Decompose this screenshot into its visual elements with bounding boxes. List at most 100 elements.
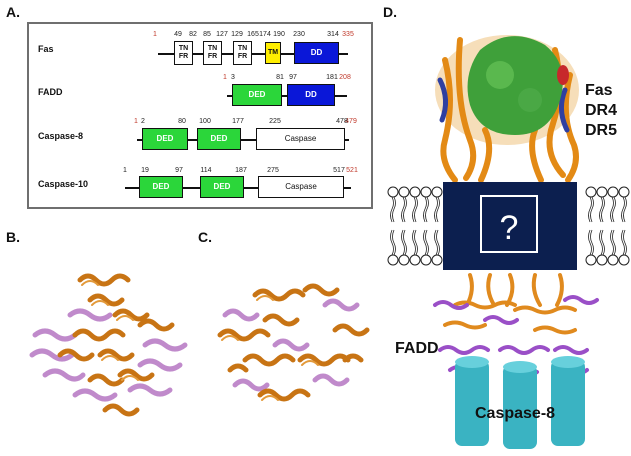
lipid-tail [590,229,594,256]
lipid-head [420,186,432,198]
fas-start: 1 [153,31,157,38]
lipid-tail [425,196,429,223]
lipid-head [596,254,608,266]
num: 2 [141,118,145,125]
num: 275 [267,167,279,174]
num: 187 [235,167,247,174]
lipid-head [585,186,597,198]
num: 225 [269,118,281,125]
lipid-tail [412,196,416,223]
protein-name-caspase-10: Caspase-10 [38,179,89,189]
lipid-head [409,254,421,266]
fas-death-domain: DD [294,42,339,64]
lipid-tail [621,229,625,256]
lipid-tail [623,229,627,256]
lipid-tail [601,229,605,256]
caspase-8-ded-domain-1: DED [142,128,188,150]
num: 177 [232,118,244,125]
panel-label-d: D. [383,4,397,20]
lipid-head [420,254,432,266]
caspase-8-start: 1 [134,118,138,125]
lipid-tail [612,196,616,223]
lipid-tail [610,229,614,256]
receptor-label-dr5: DR5 [585,122,617,139]
lipid-tail [423,196,427,223]
lipid-tail [414,196,418,223]
protein-name-fadd: FADD [38,87,63,97]
lipid-tail [390,229,394,256]
lipid-head [607,254,619,266]
lipid-head [607,186,619,198]
fas-tm-domain: TM [265,42,281,64]
lipid-head [387,254,399,266]
lipid-tail [425,229,429,256]
lipid-heads [387,186,630,266]
lipid-head [618,186,630,198]
lipid-head [618,254,630,266]
num: 114 [200,167,212,174]
num: 127 [216,31,228,38]
caspase-10-ded-domain-1: DED [139,176,183,198]
fadd-end: 208 [339,74,351,81]
lipid-tail [612,229,616,256]
panel-label-c: C. [198,229,212,245]
receptor-ligand-complex [435,35,579,183]
lipid-tail [403,229,407,256]
lipid-tail [610,196,614,223]
caspase-8-label: Caspase-8 [475,405,555,422]
num: 517 [333,167,345,174]
receptor-label-dr4: DR4 [585,102,617,119]
panel-label-a: A. [6,4,20,20]
lipid-tail [621,196,625,223]
lipid-head [398,254,410,266]
caspase-10-end: 521 [346,167,358,174]
fadd-start: 1 [223,74,227,81]
lipid-tail [599,196,603,223]
lipid-tail [434,196,438,223]
num: 49 [174,31,182,38]
caspase-8-caspase-domain: Caspase [256,128,345,150]
lipid-tail [590,196,594,223]
lipid-tail [436,229,440,256]
fadd-death-domain-assembly [433,273,599,377]
lipid-tail [390,196,394,223]
caspase-8-ded-domain-2: DED [197,128,241,150]
num: 190 [273,31,285,38]
num: 3 [231,74,235,81]
fas-backbone [158,53,348,55]
fadd-label: FADD [395,340,439,357]
lipid-tail [434,229,438,256]
caspase-8-backbone [137,139,349,141]
panel-label-b: B. [6,229,20,245]
lipid-tail [392,196,396,223]
lipid-head [431,186,443,198]
fadd-death-domain: DD [287,84,335,106]
num: 80 [178,118,186,125]
lipid-tail [601,196,605,223]
lipid-tail [588,229,592,256]
death-domain-complex-structure-b [29,273,188,417]
death-domain-complex-structure-c [217,283,370,402]
num: 165 [247,31,259,38]
fas-end: 335 [342,31,354,38]
lipid-tail [412,229,416,256]
lipid-tail [599,229,603,256]
caspase-10-caspase-domain: Caspase [258,176,344,198]
receptor-label-fas: Fas [585,82,613,99]
num: 85 [203,31,211,38]
lipid-tail [436,196,440,223]
lipid-tail [588,196,592,223]
lipid-tail [423,229,427,256]
lipid-head [409,186,421,198]
num: 82 [189,31,197,38]
protein-name-caspase-8: Caspase-8 [38,131,84,141]
num: 478 [336,118,348,125]
lipid-tail [403,196,407,223]
lipid-tail [414,229,418,256]
caspase-10-ded-domain-2: DED [200,176,244,198]
lipid-head [387,186,399,198]
